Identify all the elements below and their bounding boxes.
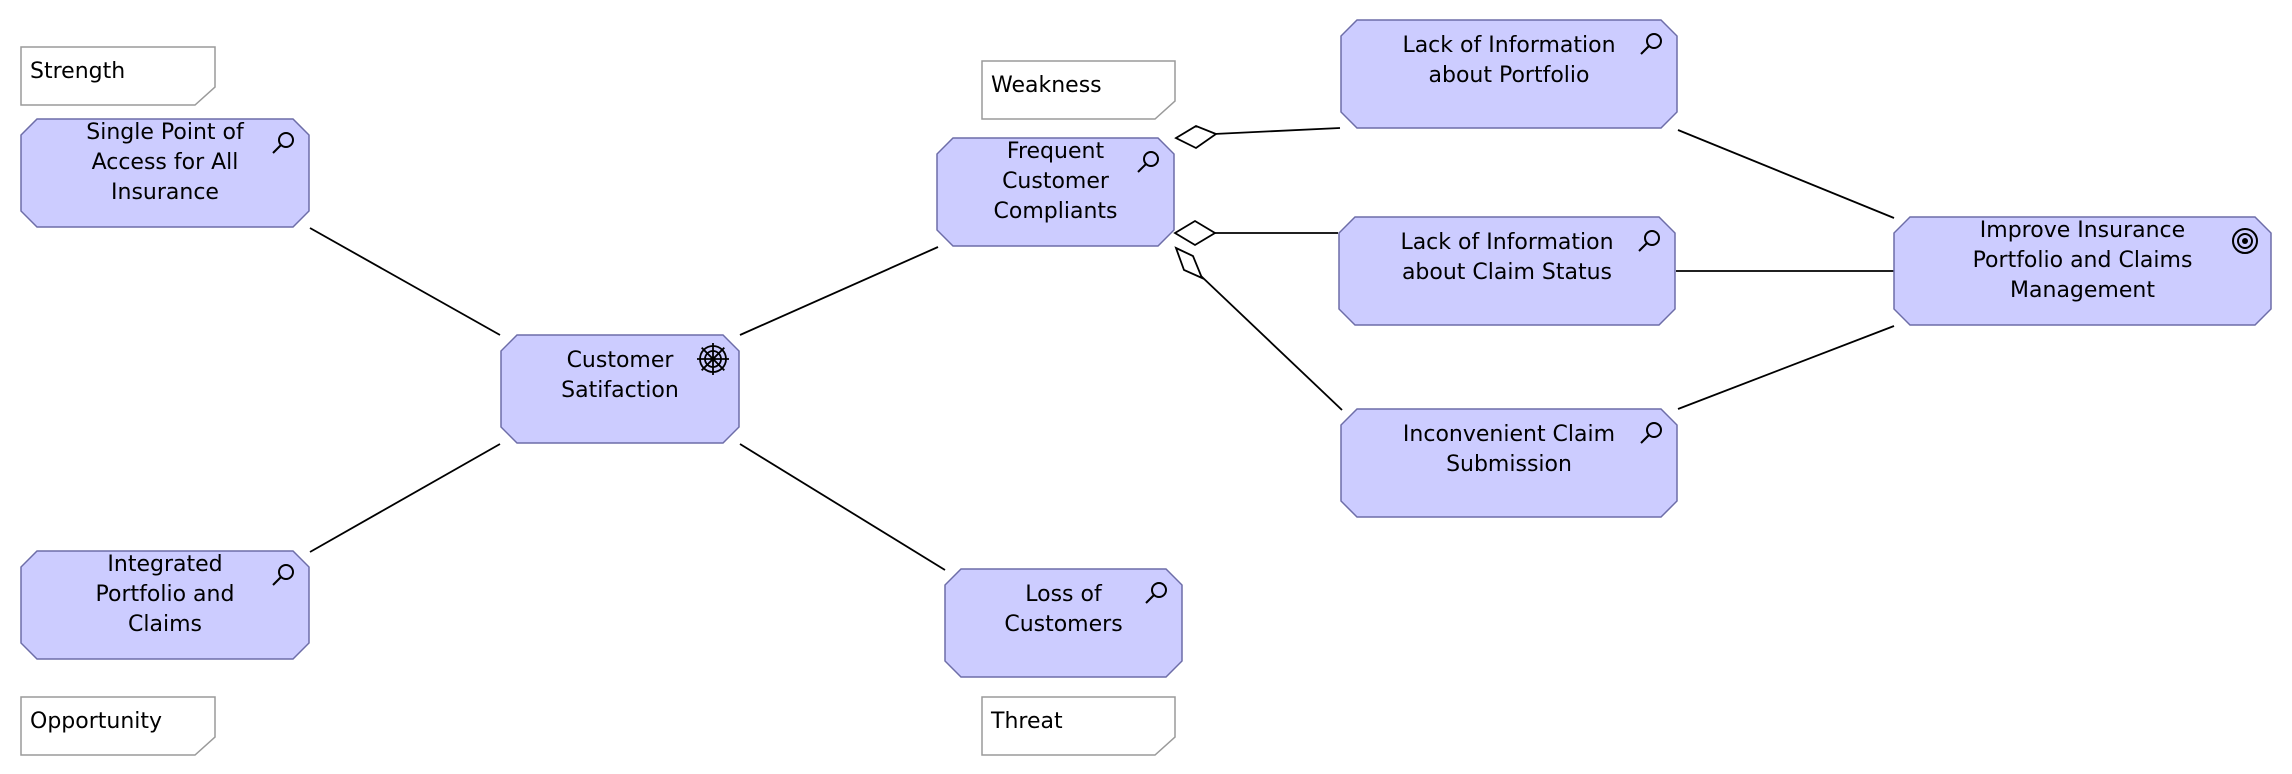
element-shape <box>936 137 1175 247</box>
element-label-line: Integrated <box>107 552 222 577</box>
connection-integrated-to-satisfaction[interactable] <box>309 443 501 553</box>
element-shape <box>944 568 1183 678</box>
driver-icon <box>697 343 729 375</box>
note-threat-label: Threat <box>990 709 1063 734</box>
element-lack-of-information-claim-status[interactable]: Lack of Information about Claim Status <box>1338 216 1676 326</box>
aggregation-diamond <box>1173 219 1217 247</box>
element-label-line: Customer <box>1002 169 1110 194</box>
assessment-icon <box>272 564 294 586</box>
aggregation-complaints-lack-portfolio[interactable] <box>1213 127 1341 135</box>
assessment-icon <box>1640 422 1662 444</box>
element-label-line: Inconvenient Claim <box>1403 422 1615 447</box>
connection-satisfaction-to-complaints[interactable] <box>739 246 939 336</box>
element-label-line: Frequent <box>1007 139 1105 164</box>
element-label-line: Improve Insurance <box>1980 218 2185 243</box>
goal-icon <box>2232 228 2258 254</box>
element-label-line: about Claim Status <box>1402 260 1612 285</box>
element-shape <box>20 118 310 228</box>
element-label-line: Lack of Information <box>1400 230 1613 255</box>
assessment-icon <box>1638 230 1660 252</box>
note-opportunity-label: Opportunity <box>30 709 162 734</box>
element-shape <box>1340 408 1678 518</box>
element-label-line: Satifaction <box>561 378 679 403</box>
element-shape <box>500 334 740 444</box>
element-label-line: Claims <box>128 612 202 637</box>
element-label-line: Submission <box>1446 452 1572 477</box>
element-label-line: Single Point of <box>86 120 245 145</box>
assessment-icon <box>1145 582 1167 604</box>
connection-inconvenient-claim-to-improve[interactable] <box>1677 325 1895 410</box>
note-weakness[interactable]: Weakness <box>981 60 1176 120</box>
aggregation-diamond <box>1174 246 1204 280</box>
note-strength[interactable]: Strength <box>20 46 216 106</box>
note-opportunity[interactable]: Opportunity <box>20 696 216 756</box>
element-label-line: about Portfolio <box>1429 63 1590 88</box>
connections <box>309 127 1895 571</box>
element-label-line: Lack of Information <box>1402 33 1615 58</box>
aggregation-complaints-inconvenient-claim[interactable] <box>1200 275 1343 411</box>
assessment-icon <box>272 132 294 154</box>
element-shape <box>1338 216 1676 326</box>
assessment-icon <box>1137 151 1159 173</box>
element-label-line: Customer <box>567 348 675 373</box>
element-label-line: Insurance <box>111 180 219 205</box>
aggregation-diamond <box>1174 124 1218 150</box>
element-shape <box>20 550 310 660</box>
connection-single-point-to-satisfaction[interactable] <box>309 227 501 336</box>
element-label-line: Loss of <box>1025 582 1103 607</box>
note-weakness-label: Weakness <box>991 73 1102 98</box>
element-label-line: Compliants <box>994 199 1118 224</box>
element-label-line: Access for All <box>92 150 239 175</box>
note-strength-label: Strength <box>30 59 125 84</box>
assessment-icon <box>1640 33 1662 55</box>
element-label-line: Portfolio and <box>96 582 235 607</box>
element-label-line: Customers <box>1004 612 1122 637</box>
element-label-line: Management <box>2010 278 2155 303</box>
element-loss-of-customers[interactable]: Loss of Customers <box>944 568 1183 678</box>
element-lack-of-information-portfolio[interactable]: Lack of Information about Portfolio <box>1340 19 1678 129</box>
connection-satisfaction-to-loss[interactable] <box>739 443 946 571</box>
aggregation-diamonds <box>1173 124 1218 280</box>
note-threat[interactable]: Threat <box>981 696 1176 756</box>
element-shape <box>1340 19 1678 129</box>
connection-lack-portfolio-to-improve[interactable] <box>1677 129 1895 219</box>
element-label-line: Portfolio and Claims <box>1973 248 2193 273</box>
element-shape <box>1893 216 2272 326</box>
